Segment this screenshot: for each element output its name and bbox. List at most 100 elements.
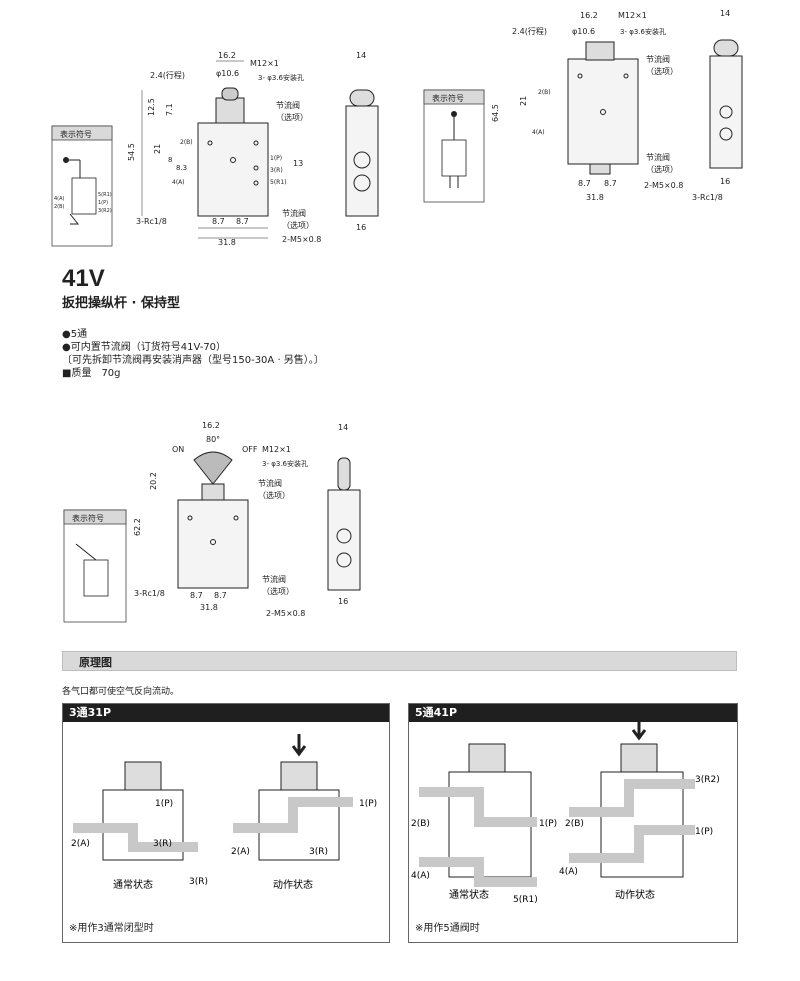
- dim-16: 16: [356, 223, 366, 232]
- dim-hole-c: 3- φ3.6安装孔: [262, 459, 308, 468]
- dim-16-2-b: 16.2: [580, 11, 598, 20]
- optional-5: （选项）: [258, 490, 290, 500]
- port-5r1: 5(R1): [270, 179, 287, 186]
- dim-64-5: 64.5: [491, 104, 500, 122]
- throttle-4: 节流阀: [646, 152, 670, 162]
- dim-8-7b: 8.7: [236, 217, 249, 226]
- throttle-3: 节流阀: [646, 54, 670, 64]
- dim-31-8-b: 31.8: [586, 193, 604, 202]
- optional-3: （选项）: [646, 66, 678, 76]
- port-3r-3a: 3(R): [153, 839, 172, 849]
- port-2b: 2(B): [180, 139, 193, 146]
- lever-on: ON: [172, 445, 184, 454]
- dim-31-8-c: 31.8: [200, 603, 218, 612]
- svg-text:3(R2): 3(R2): [98, 208, 112, 214]
- dim-31-8: 31.8: [218, 238, 236, 247]
- port-4a: 4(A): [172, 179, 185, 186]
- dim-8-7f: 8.7: [214, 591, 227, 600]
- port-1p-3b: 1(P): [359, 799, 377, 809]
- panel-5way: 5通41P 2(B) 1(P) 4(A) 5(R1) 通常状态 3(R2) 2(…: [408, 703, 738, 943]
- panel-3way-title: 3通31P: [63, 704, 389, 722]
- dim-13: 13: [293, 159, 303, 168]
- dim-21: 21: [153, 144, 162, 154]
- port-3r: 3(R): [270, 167, 283, 174]
- panel-5way-title: 5通41P: [409, 704, 737, 722]
- dim-8-7d: 8.7: [604, 179, 617, 188]
- dim-rc-b: 3-Rc1/8: [692, 193, 723, 202]
- svg-text:4(A): 4(A): [54, 196, 65, 202]
- optional-4: （选项）: [646, 164, 678, 174]
- dim-14-c: 14: [338, 423, 348, 432]
- port-4a-5a: 4(A): [411, 871, 430, 881]
- throttle-6: 节流阀: [262, 574, 286, 584]
- dim-14-b: 14: [720, 9, 730, 18]
- dim-rc: 3-Rc1/8: [136, 217, 167, 226]
- port-5r1-5a: 5(R1): [513, 895, 538, 905]
- label-action-5: 动作状态: [615, 888, 655, 901]
- port-1p: 1(P): [270, 155, 282, 162]
- principle-title: 原理图: [79, 656, 112, 669]
- svg-text:5(R1): 5(R1): [98, 192, 112, 198]
- dim-8-7a: 8.7: [212, 217, 225, 226]
- diagram-5way: 2(B) 1(P) 4(A) 5(R1) 通常状态 3(R2) 2(B) 1(P…: [411, 722, 720, 905]
- dim-8-7e: 8.7: [190, 591, 203, 600]
- throttle-5: 节流阀: [258, 478, 282, 488]
- port-2a-3b: 2(A): [231, 847, 250, 857]
- symbol-label-2: 表示符号: [432, 93, 464, 103]
- dim-16-b: 16: [720, 177, 730, 186]
- dim-21-b: 21: [519, 96, 528, 106]
- port-3r-3a-out: 3(R): [189, 877, 208, 887]
- dim-m5: 2-M5×0.8: [282, 235, 321, 244]
- dim-7-1: 7.1: [165, 103, 174, 116]
- port-2b-5a: 2(B): [411, 819, 430, 829]
- dim-phi-b: φ10.6: [572, 27, 595, 36]
- drawing-41p: 表示符号 16.2 M12×1 φ10.6 3- φ3.6安装孔 2.4(行程)…: [423, 9, 743, 203]
- dim-16-2-c: 16.2: [202, 421, 220, 430]
- dim-20-2: 20.2: [149, 472, 158, 490]
- panel-3way-footnote: ※用作3通常闭型时: [69, 923, 154, 934]
- drawing-41v: 表示符号 16.2 80° ON OFF M12×1 3- φ3.6安装孔 62…: [63, 421, 361, 623]
- principle-header: 原理图: [62, 651, 737, 671]
- dim-stroke: 2.4(行程): [150, 70, 185, 80]
- label-normal-3: 通常状态: [113, 878, 153, 891]
- symbol-label-3: 表示符号: [72, 513, 104, 523]
- dim-m5-b: 2-M5×0.8: [644, 181, 683, 190]
- svg-text:1(P): 1(P): [98, 200, 108, 206]
- dim-phi: φ10.6: [216, 69, 239, 78]
- feature-list: ●5通 ●可内置节流阀（订货符号41V-70） 〔可先拆卸节流阀再安装消声器（型…: [62, 328, 324, 380]
- panel-3way: 3通31P 1(P) 2(A) 3(R) 3(R) 通常状态 1(P) 2(A)…: [62, 703, 390, 943]
- drawing-31p: 表示符号 4(A)2(B) 5(R1)1(P)3(R2) 16.2 M12×1 …: [51, 51, 379, 247]
- throttle-1: 节流阀: [276, 100, 300, 110]
- lever-off: OFF: [242, 445, 258, 454]
- dim-rc-c: 3-Rc1/8: [134, 589, 165, 598]
- port-4a-5b: 4(A): [559, 867, 578, 877]
- dim-m12-c: M12×1: [262, 445, 291, 454]
- port-4a-b: 4(A): [532, 129, 545, 136]
- optional-2: （选项）: [282, 220, 314, 230]
- dim-stroke-b: 2.4(行程): [512, 26, 547, 36]
- optional-1: （选项）: [276, 112, 308, 122]
- port-1p-5a: 1(P): [539, 819, 557, 829]
- port-3r-3b: 3(R): [309, 847, 328, 857]
- principle-note: 各气口都可使空气反向流动。: [62, 687, 180, 697]
- dim-62-2: 62.2: [133, 518, 142, 536]
- panel-5way-footnote: ※用作5通阀时: [415, 923, 480, 934]
- dim-8-7c: 8.7: [578, 179, 591, 188]
- label-normal-5: 通常状态: [449, 888, 489, 901]
- port-2b-5b: 2(B): [565, 819, 584, 829]
- dim-m5-c: 2-M5×0.8: [266, 609, 305, 618]
- dim-hole-b: 3- φ3.6安装孔: [620, 27, 666, 36]
- svg-text:2(B): 2(B): [54, 204, 65, 210]
- dim-8: 8: [168, 156, 172, 164]
- feature-4: ■质量 70g: [62, 368, 121, 379]
- port-1p-3a: 1(P): [155, 799, 173, 809]
- dim-m12: M12×1: [250, 59, 279, 68]
- dim-8-3: 8.3: [176, 164, 187, 172]
- port-2a-3a: 2(A): [71, 839, 90, 849]
- feature-3: 〔可先拆卸节流阀再安装消声器（型号150-30A · 另售）。〕: [62, 355, 324, 366]
- port-2b-b: 2(B): [538, 89, 551, 96]
- label-action-3: 动作状态: [273, 878, 313, 891]
- feature-2: ●可内置节流阀（订货符号41V-70）: [62, 342, 227, 353]
- port-3r2-5b: 3(R2): [695, 775, 720, 785]
- port-1p-5b: 1(P): [695, 827, 713, 837]
